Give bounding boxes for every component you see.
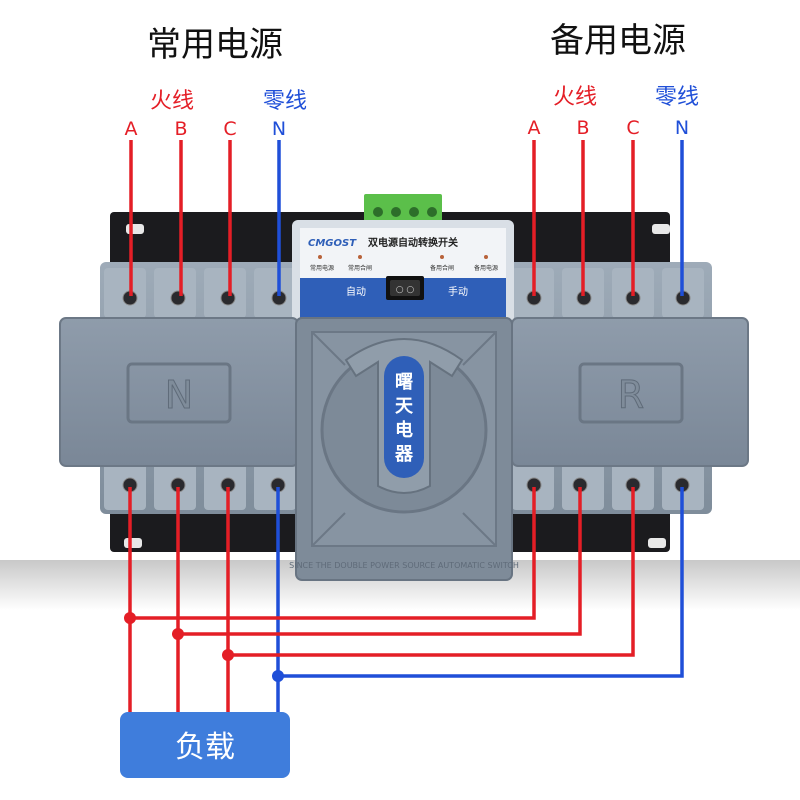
left-cover: N (59, 317, 299, 467)
mode-auto-label: 自动 (346, 285, 366, 298)
bottom-marking: SINCE THE DOUBLE POWER SOURCE AUTOMATIC … (289, 561, 519, 570)
wire-tie-a (130, 487, 536, 620)
handle-char-3: 电 (395, 419, 413, 441)
right-live-label: 火线 (553, 85, 597, 110)
load-box: 负载 (120, 712, 290, 778)
rail-slot-bl (124, 538, 142, 548)
rail-slot-tl (126, 224, 144, 234)
svg-text:○ ○: ○ ○ (396, 285, 415, 295)
product-name: 双电源自动转换开关 (368, 236, 458, 249)
right-phase-a-label: A (528, 117, 541, 139)
indicator-backup-power: 备用电源 (474, 264, 498, 272)
indicator-backup-close: 备用合闸 (430, 264, 454, 272)
mode-manual-label: 手动 (448, 285, 468, 298)
control-terminal-block (364, 194, 442, 224)
left-neutral-label: 零线 (263, 89, 307, 114)
indicator-leds (318, 255, 488, 259)
handle-char-4: 器 (394, 444, 414, 465)
indicator-normal-close: 常用合闸 (348, 264, 372, 272)
wire-tie-b (178, 487, 582, 636)
incoming-wires (129, 140, 684, 296)
left-phase-c-label: C (223, 118, 236, 140)
panel-label-area (300, 228, 506, 278)
rotary-handle[interactable]: 曙 天 电 器 (344, 338, 464, 494)
left-cover-letter: N (165, 373, 193, 417)
right-phase-c-label: C (626, 117, 639, 139)
left-phase-a-label: A (125, 118, 138, 140)
right-neutral-label: 零线 (655, 85, 699, 110)
normal-source-title: 常用电源 (147, 25, 283, 65)
handle-label-plate (384, 356, 424, 478)
backup-source-title: 备用电源 (550, 21, 686, 61)
load-label: 负载 (175, 730, 235, 765)
right-neutral-letter: N (675, 117, 689, 139)
brand-logo: CMGOST (308, 238, 357, 249)
rail-slot-tr (652, 224, 670, 234)
handle-char-1: 曙 (395, 372, 413, 393)
right-cover-letter: R (618, 373, 644, 417)
mode-toggle-switch[interactable]: ○ ○ (386, 276, 424, 300)
left-phase-b-label: B (174, 118, 187, 140)
wire-tie-n (278, 487, 684, 678)
wire-tie-c (228, 487, 635, 657)
right-cover: R (511, 317, 749, 467)
left-live-label: 火线 (150, 89, 194, 114)
right-phase-b-label: B (576, 117, 589, 139)
left-neutral-letter: N (272, 118, 286, 140)
handle-char-2: 天 (395, 396, 414, 417)
junction-dots (124, 612, 284, 682)
indicator-normal-power: 常用电源 (310, 264, 334, 272)
rail-slot-br (648, 538, 666, 548)
